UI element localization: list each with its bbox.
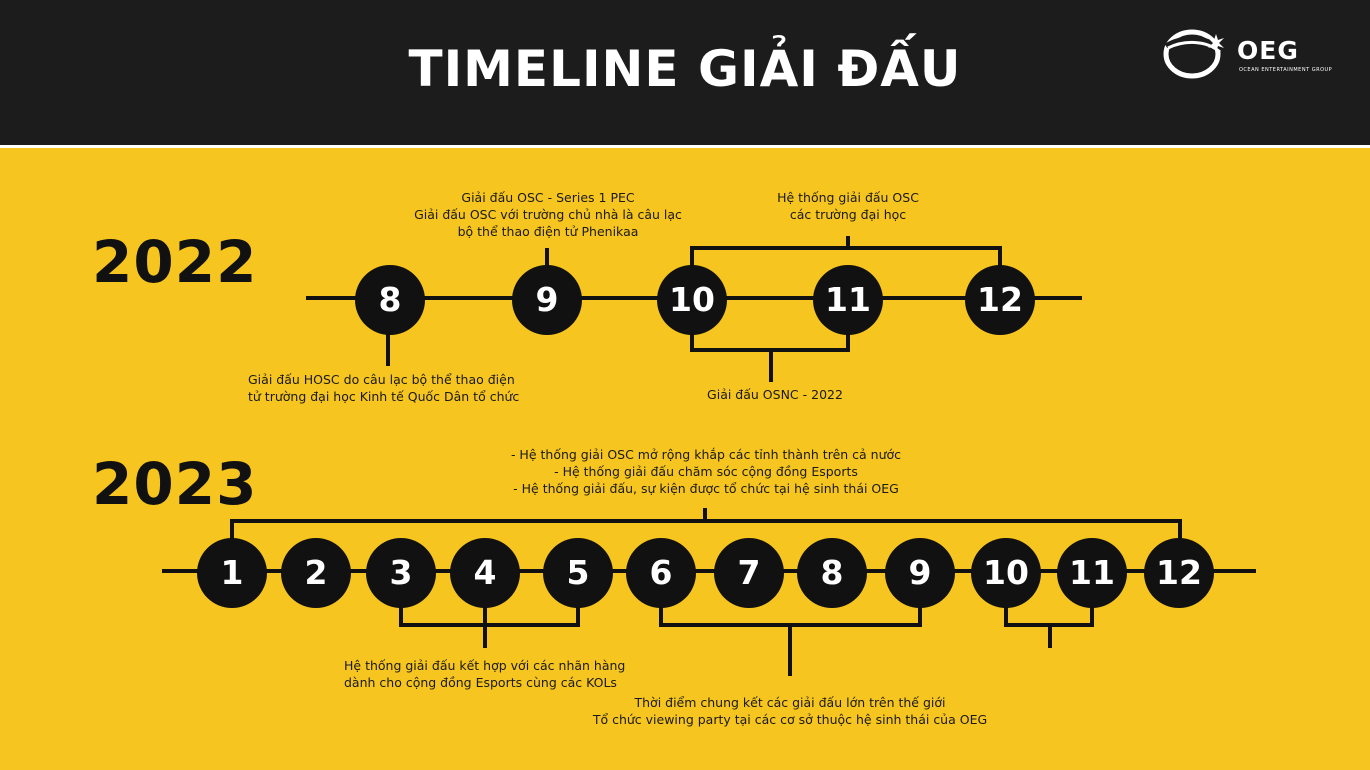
oeg-logo-emblem bbox=[1163, 29, 1224, 79]
y2023-node-1 bbox=[197, 538, 267, 608]
y2022-month-12: 12 bbox=[977, 280, 1023, 319]
y2022-month-9: 9 bbox=[535, 280, 559, 319]
note-osc-system: Hệ thống giải đấu OSC các trường đại học bbox=[777, 190, 919, 222]
y2023-month-11: 11 bbox=[1069, 553, 1115, 592]
logo-text: OEG bbox=[1237, 36, 1299, 65]
y2022-node-8 bbox=[355, 265, 425, 335]
y2023-node-7 bbox=[714, 538, 784, 608]
y2022-node-11 bbox=[813, 265, 883, 335]
y2023-month-9: 9 bbox=[908, 553, 932, 592]
y2022-month-10: 10 bbox=[669, 280, 715, 319]
y2023-node-11 bbox=[1057, 538, 1127, 608]
y2023-month-6: 6 bbox=[649, 553, 673, 592]
y2023-month-10: 10 bbox=[983, 553, 1029, 592]
y2022-node-9 bbox=[512, 265, 582, 335]
y2023-month-1: 1 bbox=[220, 553, 244, 592]
bracket-yearly bbox=[230, 519, 1182, 540]
bracket-osnc bbox=[690, 330, 850, 352]
y2023-node-3 bbox=[366, 538, 436, 608]
y2023-month-4: 4 bbox=[473, 553, 497, 592]
note-hosc: Giải đấu HOSC do câu lạc bộ thể thao điệ… bbox=[248, 372, 520, 404]
note-osc-series: Giải đấu OSC - Series 1 PEC Giải đấu OSC… bbox=[414, 190, 682, 239]
bracket-viewing bbox=[659, 605, 922, 627]
bracket-late-2023 bbox=[1004, 605, 1094, 627]
y2023-node-5 bbox=[543, 538, 613, 608]
bracket-osc-system bbox=[690, 246, 1002, 268]
y2023-month-7: 7 bbox=[737, 553, 761, 592]
y2022-month-11: 11 bbox=[825, 280, 871, 319]
y2022-node-12 bbox=[965, 265, 1035, 335]
y2023-month-5: 5 bbox=[566, 553, 590, 592]
year-2022-label: 2022 bbox=[92, 228, 258, 296]
logo-subtitle: OCEAN ENTERTAINMENT GROUP bbox=[1239, 67, 1333, 73]
page-title: TIMELINE GIẢI ĐẤU bbox=[408, 40, 962, 98]
bracket-brands bbox=[399, 605, 580, 627]
note-viewing: Thời điểm chung kết các giải đấu lớn trê… bbox=[592, 695, 988, 727]
y2023-month-8: 8 bbox=[820, 553, 844, 592]
header-bar: TIMELINE GIẢI ĐẤU OEG OCEAN ENTERTAINMEN… bbox=[0, 0, 1370, 148]
y2023-node-2 bbox=[281, 538, 351, 608]
y2023-node-6 bbox=[626, 538, 696, 608]
note-osnc: Giải đấu OSNC - 2022 bbox=[707, 387, 843, 402]
y2022-month-8: 8 bbox=[378, 280, 402, 319]
note-yearly-2023: - Hệ thống giải OSC mở rộng khắp các tỉn… bbox=[510, 447, 902, 496]
y2023-month-12: 12 bbox=[1156, 553, 1202, 592]
y2023-node-9 bbox=[885, 538, 955, 608]
year-2023-label: 2023 bbox=[92, 450, 258, 518]
y2023-month-2: 2 bbox=[304, 553, 328, 592]
y2023-month-3: 3 bbox=[389, 553, 413, 592]
y2023-node-4 bbox=[450, 538, 520, 608]
note-brands: Hệ thống giải đấu kết hợp với các nhãn h… bbox=[344, 658, 626, 690]
y2022-node-10 bbox=[657, 265, 727, 335]
y2023-node-8 bbox=[797, 538, 867, 608]
y2023-node-12 bbox=[1144, 538, 1214, 608]
y2023-node-10 bbox=[971, 538, 1041, 608]
